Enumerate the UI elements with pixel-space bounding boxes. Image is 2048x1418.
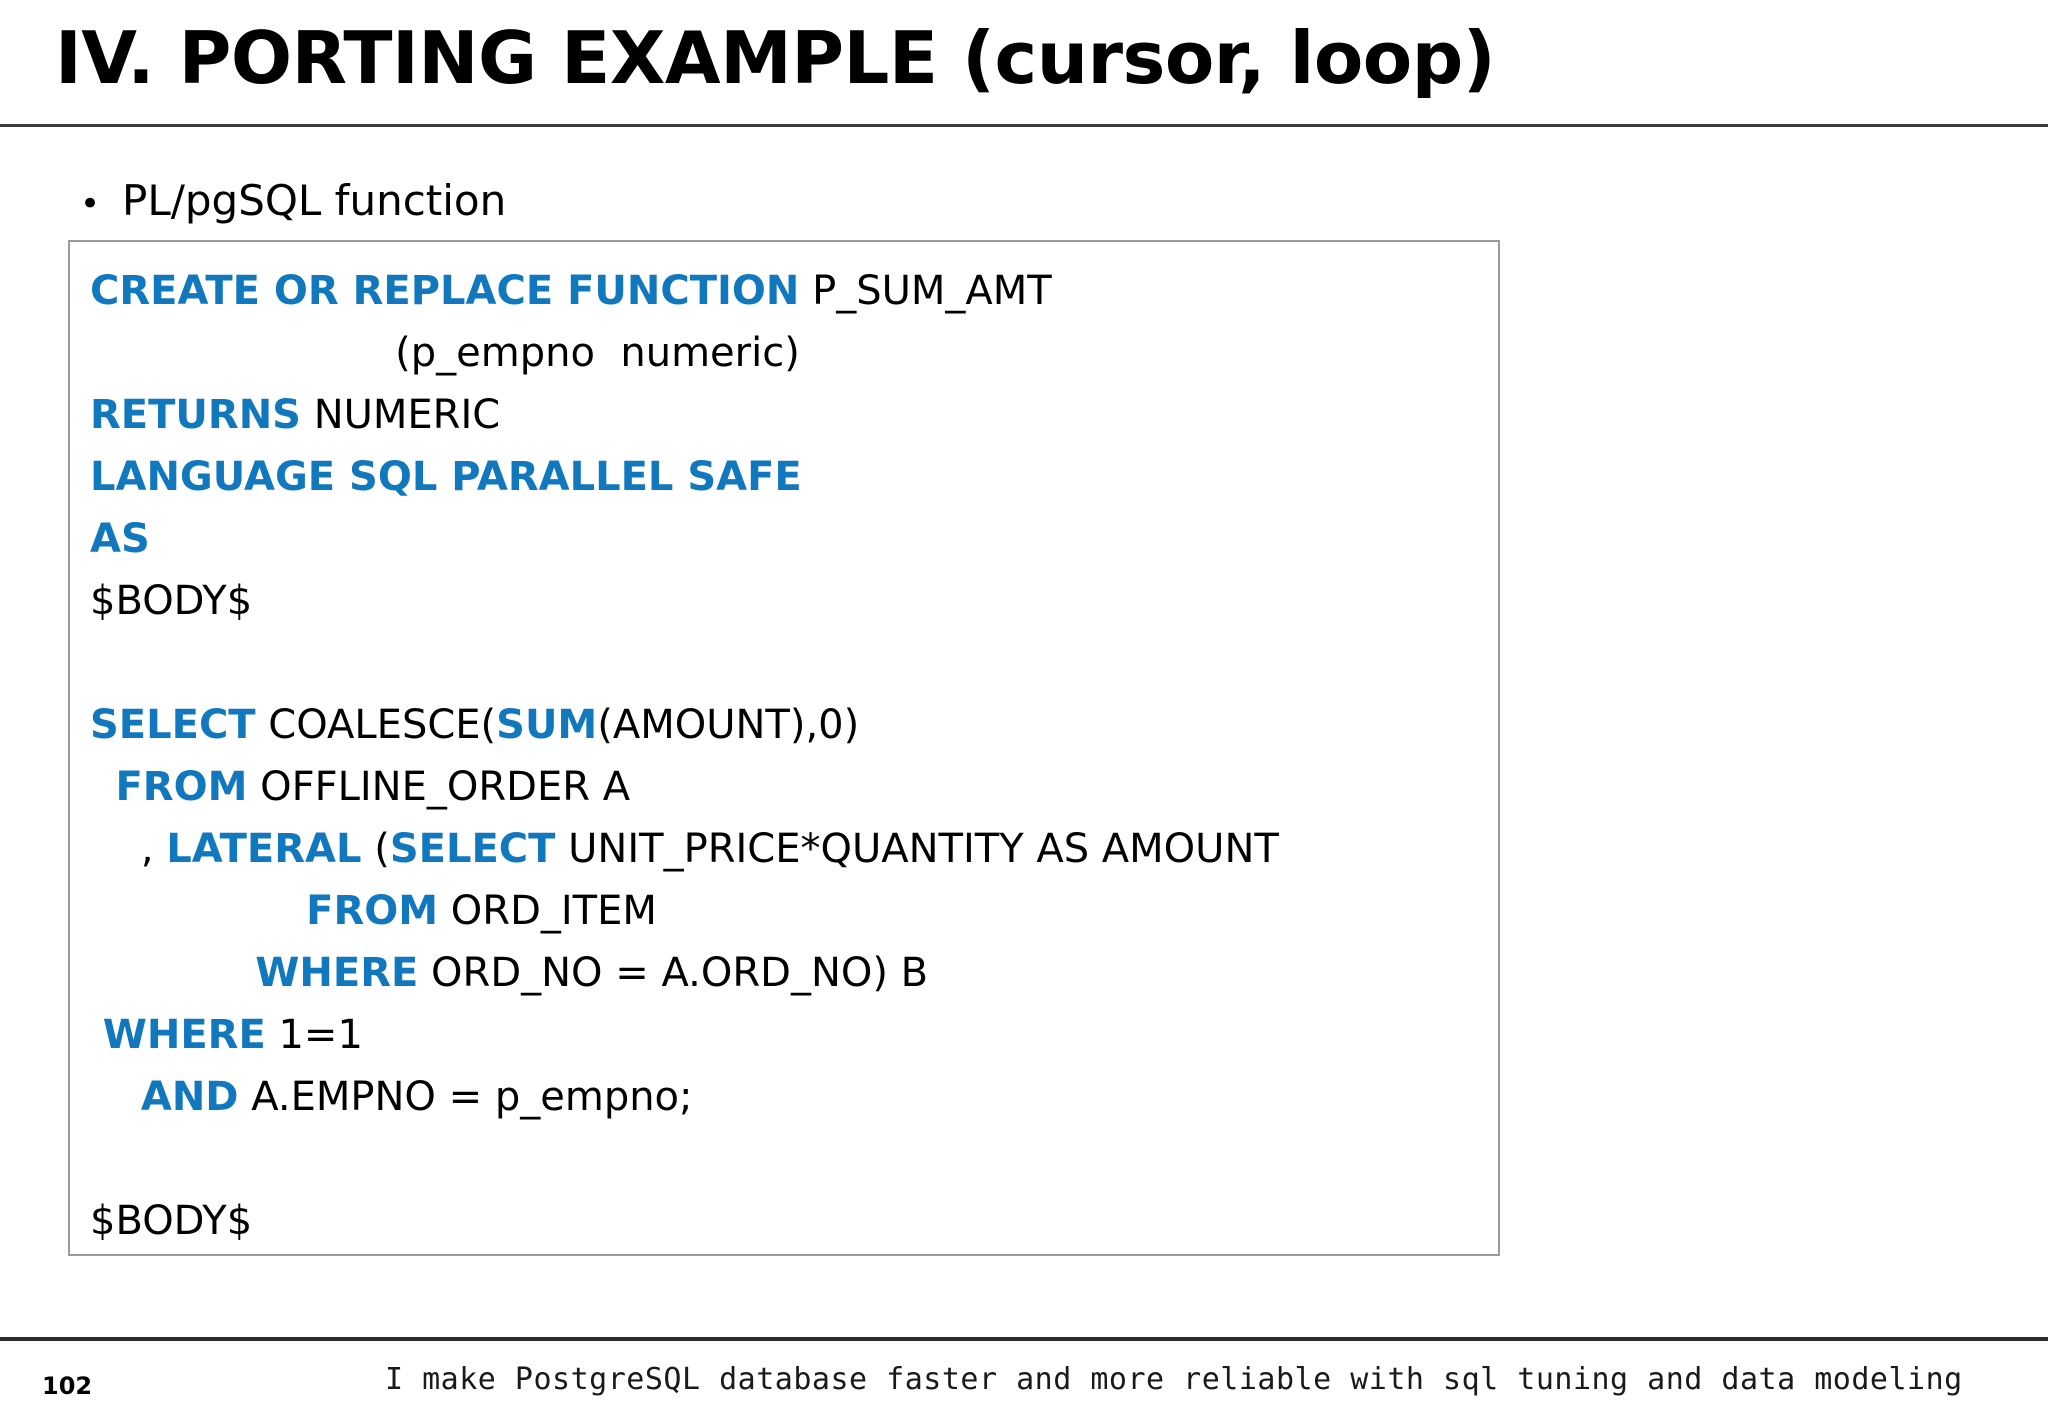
sql-keyword: WHERE [255, 950, 419, 996]
sql-keyword: LATERAL [166, 826, 362, 872]
sql-text: NUMERIC [300, 392, 501, 438]
sql-text: ORD_ITEM [438, 888, 657, 934]
code-line: CREATE OR REPLACE FUNCTION P_SUM_AMT [70, 260, 1498, 322]
sql-text: (AMOUNT),0) [597, 702, 860, 748]
page-number: 102 [42, 1372, 93, 1400]
footer-tagline: I make PostgreSQL database faster and mo… [385, 1362, 1963, 1397]
code-line: FROM OFFLINE_ORDER A [70, 756, 1498, 818]
sql-text: COALESCE( [255, 702, 497, 748]
sql-keyword: AS [90, 516, 150, 562]
code-line: AS [70, 508, 1498, 570]
code-line: WHERE 1=1 [70, 1004, 1498, 1066]
sql-keyword: CREATE OR REPLACE FUNCTION [90, 268, 800, 314]
code-line: $BODY$ [70, 570, 1498, 632]
sql-keyword: AND [140, 1074, 239, 1120]
sql-text: $BODY$ [90, 1198, 253, 1244]
sql-text [90, 1074, 141, 1120]
code-line: AND A.EMPNO = p_empno; [70, 1066, 1498, 1128]
code-block: CREATE OR REPLACE FUNCTION P_SUM_AMT (p_… [68, 240, 1500, 1256]
sql-text: OFFLINE_ORDER A [247, 764, 631, 810]
sql-text: $BODY$ [90, 578, 253, 624]
bullet-item-label: PL/pgSQL function [122, 176, 507, 225]
sql-text: ( [361, 826, 390, 872]
code-line: , LATERAL (SELECT UNIT_PRICE*QUANTITY AS… [70, 818, 1498, 880]
sql-text: , [90, 826, 167, 872]
sql-text [90, 950, 255, 996]
sql-keyword: SELECT [389, 826, 556, 872]
sql-text [90, 888, 306, 934]
sql-text: 1=1 [265, 1012, 363, 1058]
title-divider [0, 124, 2048, 127]
sql-keyword: RETURNS [90, 392, 301, 438]
sql-keyword: FROM [306, 888, 439, 934]
bullet-dot-icon: • [80, 184, 101, 224]
sql-text: P_SUM_AMT [799, 268, 1052, 314]
sql-text [90, 1136, 103, 1182]
sql-text [90, 764, 115, 810]
sql-keyword: SUM [496, 702, 598, 748]
sql-keyword: SELECT [90, 702, 256, 748]
sql-text: UNIT_PRICE*QUANTITY AS AMOUNT [555, 826, 1279, 872]
footer-divider [0, 1337, 2048, 1341]
code-line: RETURNS NUMERIC [70, 384, 1498, 446]
page-title: IV. PORTING EXAMPLE (cursor, loop) [55, 16, 1496, 100]
code-line: FROM ORD_ITEM [70, 880, 1498, 942]
code-line: (p_empno numeric) [70, 322, 1498, 384]
sql-keyword: LANGUAGE SQL PARALLEL SAFE [90, 454, 802, 500]
code-line [70, 1128, 1498, 1190]
sql-keyword: FROM [115, 764, 248, 810]
sql-text: A.EMPNO = p_empno; [238, 1074, 693, 1120]
sql-text [90, 640, 103, 686]
code-line: LANGUAGE SQL PARALLEL SAFE [70, 446, 1498, 508]
sql-text [90, 1012, 103, 1058]
code-line: $BODY$ [70, 1190, 1498, 1252]
sql-keyword: WHERE [102, 1012, 266, 1058]
code-line [70, 632, 1498, 694]
bullet-item: • PL/pgSQL function [80, 176, 506, 225]
sql-text: ORD_NO = A.ORD_NO) B [418, 950, 929, 996]
code-line: WHERE ORD_NO = A.ORD_NO) B [70, 942, 1498, 1004]
code-line: SELECT COALESCE(SUM(AMOUNT),0) [70, 694, 1498, 756]
sql-text: (p_empno numeric) [90, 330, 800, 376]
